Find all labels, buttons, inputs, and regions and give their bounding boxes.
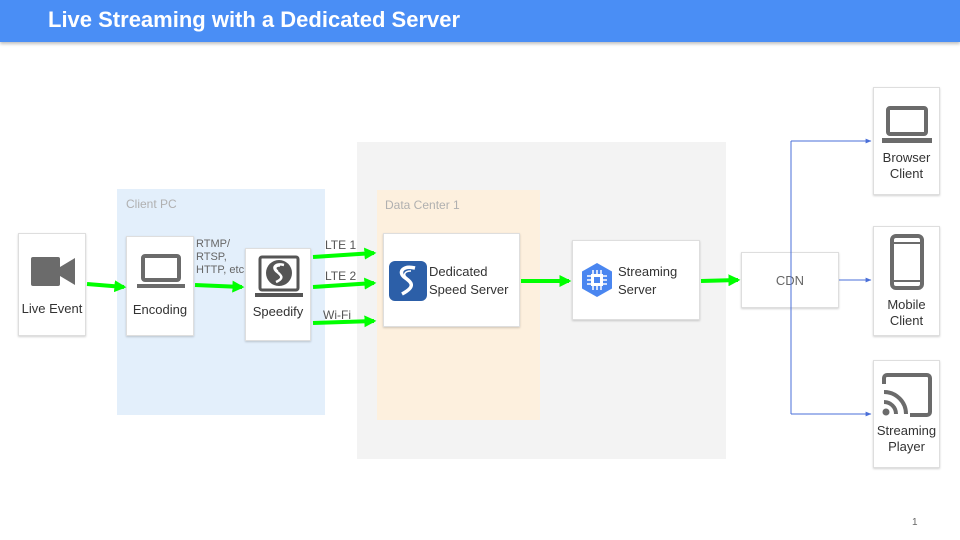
laptop-icon <box>137 254 185 288</box>
protocol-line-1: RTMP/ <box>196 238 231 250</box>
streaming-server-line-2: Server <box>618 282 657 297</box>
wifi-label: Wi-Fi <box>323 308 351 322</box>
streaming-server-node: Streaming Server <box>572 240 700 320</box>
smartphone-icon <box>890 234 924 290</box>
dedicated-server-line-1: Dedicated <box>429 264 488 279</box>
dedicated-server-label: Dedicated Speed Server <box>429 263 509 299</box>
speedify-logo-icon <box>255 255 303 297</box>
streaming-server-line-1: Streaming <box>618 264 678 279</box>
streaming-player-line-1: Streaming <box>876 423 937 438</box>
page-title: Live Streaming with a Dedicated Server <box>48 7 461 32</box>
live-event-label: Live Event <box>21 301 83 316</box>
cast-icon <box>882 373 932 417</box>
laptop-icon <box>882 106 932 143</box>
dedicated-server-node: Dedicated Speed Server <box>383 233 520 327</box>
mobile-client-line-1: Mobile <box>887 297 926 312</box>
protocol-label: RTMP/ RTSP, HTTP, etc <box>196 238 244 277</box>
page-number: 1 <box>912 517 918 528</box>
browser-client-node: Browser Client <box>873 87 940 195</box>
browser-client-line-1: Browser <box>882 150 931 165</box>
encoding-label: Encoding <box>132 302 188 317</box>
title-bar: Live Streaming with a Dedicated Server <box>0 0 960 42</box>
protocol-line-2: RTSP, <box>196 251 227 263</box>
compute-chip-icon <box>582 263 612 297</box>
lte2-label: LTE 2 <box>325 269 357 283</box>
streaming-player-node: Streaming Player <box>873 360 940 468</box>
mobile-client-label: Mobile Client <box>874 297 939 329</box>
speedify-node: Speedify <box>245 248 311 341</box>
mobile-client-line-2: Client <box>889 313 924 328</box>
live-event-node: Live Event <box>18 233 86 336</box>
client-pc-label: Client PC <box>126 197 177 211</box>
cdn-label: CDN <box>775 273 805 288</box>
browser-client-line-2: Client <box>889 166 924 181</box>
video-camera-icon <box>31 257 75 286</box>
dedicated-server-line-2: Speed Server <box>429 282 509 297</box>
protocol-line-3: HTTP, etc <box>196 264 245 276</box>
cdn-node: CDN <box>741 252 839 308</box>
lte1-label: LTE 1 <box>325 238 357 252</box>
mobile-client-node: Mobile Client <box>873 226 940 336</box>
streaming-player-line-2: Player <box>888 439 925 454</box>
data-center-label: Data Center 1 <box>385 198 460 212</box>
streaming-server-label: Streaming Server <box>618 263 677 299</box>
speedify-logo-icon <box>389 261 427 301</box>
browser-client-label: Browser Client <box>874 150 939 182</box>
encoding-node: Encoding <box>126 236 194 336</box>
streaming-player-label: Streaming Player <box>874 423 939 455</box>
speedify-label: Speedify <box>252 304 304 319</box>
